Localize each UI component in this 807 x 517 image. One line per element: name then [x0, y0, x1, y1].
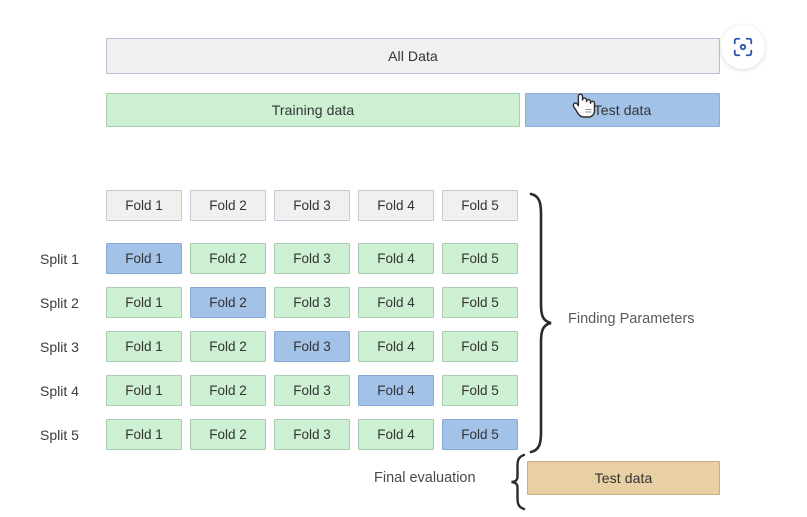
fold-cell-label: Fold 2: [209, 427, 247, 442]
fold-cell-label: Fold 1: [125, 427, 163, 442]
fold-cell-label: Fold 5: [461, 383, 499, 398]
fold-cell-label: Fold 4: [377, 339, 415, 354]
fold-cell-label: Fold 4: [377, 427, 415, 442]
fold-cell-label: Fold 2: [209, 295, 247, 310]
fold-cell-training: Fold 5: [442, 243, 518, 274]
training-data-label: Training data: [271, 102, 355, 118]
fold-cell-validation: Fold 5: [442, 419, 518, 450]
split-row-label: Split 1: [40, 250, 79, 267]
fold-cell-training: Fold 3: [274, 419, 350, 450]
fold-cell-training: Fold 2: [190, 375, 266, 406]
fold-cell-training: Fold 2: [190, 243, 266, 274]
test-data-label: Test data: [593, 102, 652, 118]
fold-cell-training: Fold 3: [274, 243, 350, 274]
fold-cell-label: Fold 2: [209, 339, 247, 354]
all-data-label: All Data: [388, 48, 438, 64]
fold-cell-training: Fold 5: [442, 375, 518, 406]
fold-cell-validation: Fold 3: [274, 331, 350, 362]
scan-icon: [733, 37, 753, 57]
fold-cell-label: Fold 2: [209, 383, 247, 398]
fold-cell-label: Fold 1: [125, 295, 163, 310]
fold-cell-training: Fold 5: [442, 331, 518, 362]
fold-cell-label: Fold 5: [461, 251, 499, 266]
fold-cell-training: Fold 4: [358, 419, 434, 450]
fold-cell-training: Fold 2: [190, 419, 266, 450]
finding-parameters-label: Finding Parameters: [568, 311, 695, 327]
fold-cell-training: Fold 3: [274, 375, 350, 406]
fold-cell-training: Fold 1: [106, 419, 182, 450]
fold-cell-label: Fold 3: [293, 295, 331, 310]
fold-header-cell: Fold 2: [190, 190, 266, 221]
fold-cell-label: Fold 1: [125, 251, 163, 266]
fold-cell-label: Fold 3: [293, 339, 331, 354]
final-evaluation-label: Final evaluation: [374, 470, 476, 486]
training-data-box: Training data: [106, 93, 520, 127]
fold-cell-training: Fold 1: [106, 331, 182, 362]
fold-cell-label: Fold 3: [293, 251, 331, 266]
fold-header-cell: Fold 4: [358, 190, 434, 221]
fold-header-label: Fold 3: [293, 198, 331, 213]
fold-cell-training: Fold 2: [190, 331, 266, 362]
test-data-box: Test data: [525, 93, 720, 127]
fold-cell-validation: Fold 2: [190, 287, 266, 318]
fold-cell-label: Fold 3: [293, 383, 331, 398]
split-row-label: Split 4: [40, 382, 79, 399]
fold-header-cell: Fold 3: [274, 190, 350, 221]
fold-cell-label: Fold 4: [377, 383, 415, 398]
fold-cell-training: Fold 3: [274, 287, 350, 318]
fold-cell-training: Fold 4: [358, 287, 434, 318]
fold-cell-label: Fold 1: [125, 383, 163, 398]
final-test-data-box: Test data: [527, 461, 720, 495]
fold-header-cell: Fold 5: [442, 190, 518, 221]
split-row-label: Split 3: [40, 338, 79, 355]
fold-header-cell: Fold 1: [106, 190, 182, 221]
fold-cell-training: Fold 1: [106, 287, 182, 318]
split-row-label: Split 2: [40, 294, 79, 311]
fold-header-label: Fold 2: [209, 198, 247, 213]
fold-cell-label: Fold 2: [209, 251, 247, 266]
fold-cell-training: Fold 4: [358, 243, 434, 274]
fold-cell-label: Fold 5: [461, 427, 499, 442]
all-data-box: All Data: [106, 38, 720, 74]
fold-cell-training: Fold 1: [106, 375, 182, 406]
fold-cell-training: Fold 4: [358, 331, 434, 362]
split-row-label: Split 5: [40, 426, 79, 443]
fold-cell-label: Fold 4: [377, 251, 415, 266]
fold-cell-label: Fold 5: [461, 295, 499, 310]
scan-button[interactable]: [721, 25, 765, 69]
finding-parameters-brace: [524, 192, 554, 459]
fold-cell-validation: Fold 4: [358, 375, 434, 406]
fold-cell-label: Fold 1: [125, 339, 163, 354]
fold-cell-label: Fold 5: [461, 339, 499, 354]
fold-header-label: Fold 5: [461, 198, 499, 213]
fold-header-label: Fold 1: [125, 198, 163, 213]
fold-cell-label: Fold 4: [377, 295, 415, 310]
fold-header-label: Fold 4: [377, 198, 415, 213]
fold-cell-training: Fold 5: [442, 287, 518, 318]
fold-cell-label: Fold 3: [293, 427, 331, 442]
final-test-data-label: Test data: [594, 470, 653, 486]
fold-cell-validation: Fold 1: [106, 243, 182, 274]
